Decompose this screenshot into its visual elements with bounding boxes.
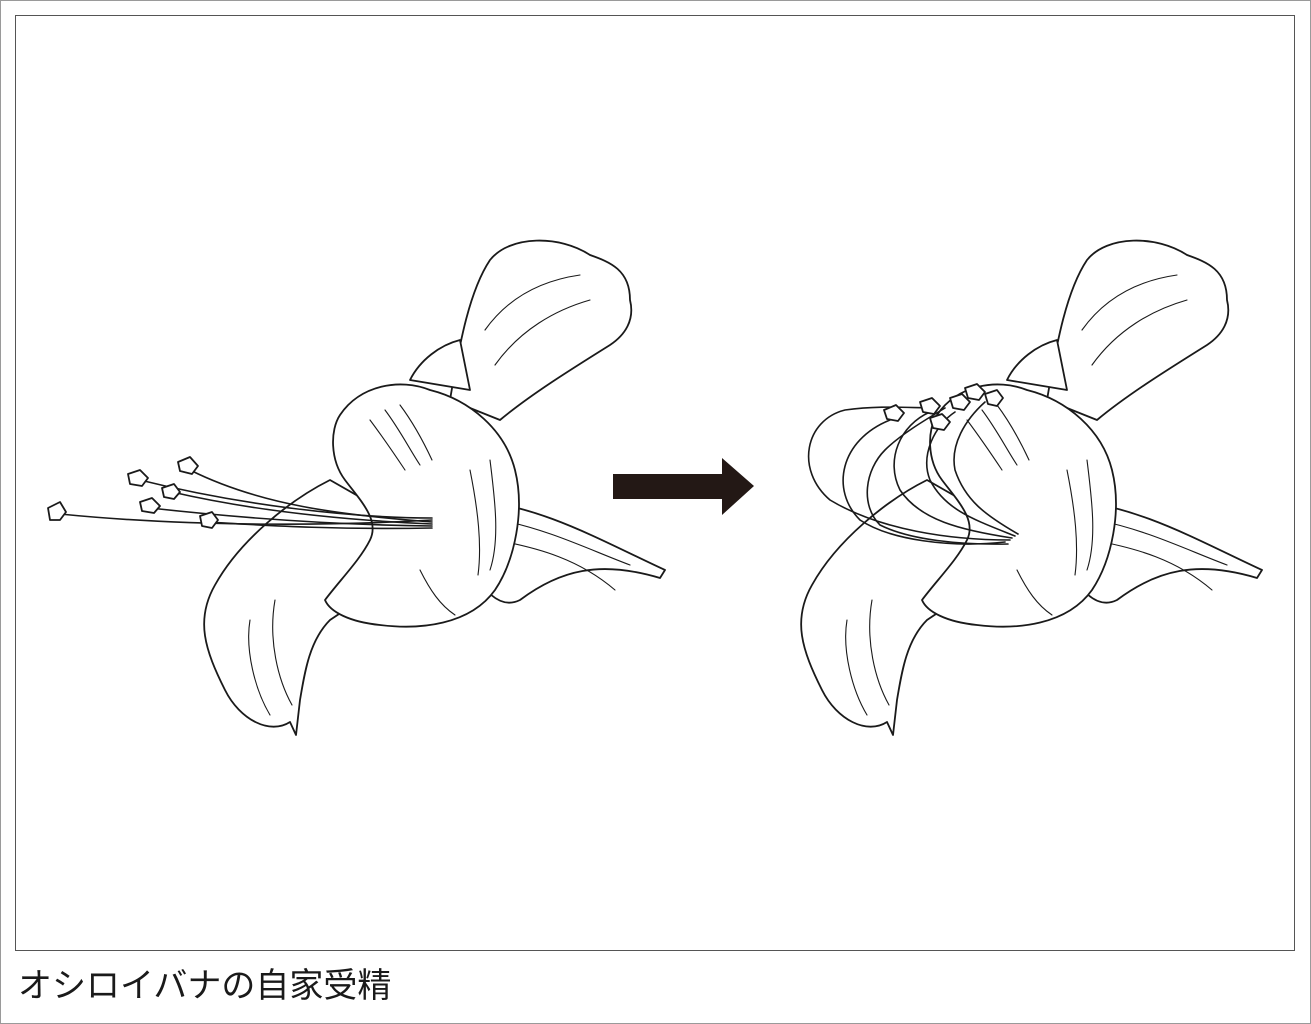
figure-caption: オシロイバナの自家受精 [18, 966, 392, 1006]
stamens-curled [807, 383, 1019, 545]
flower-after-illustration [800, 239, 1263, 736]
right-arrow-icon [613, 458, 754, 515]
stamens-extended [47, 456, 433, 530]
flower-before-illustration [47, 239, 666, 736]
